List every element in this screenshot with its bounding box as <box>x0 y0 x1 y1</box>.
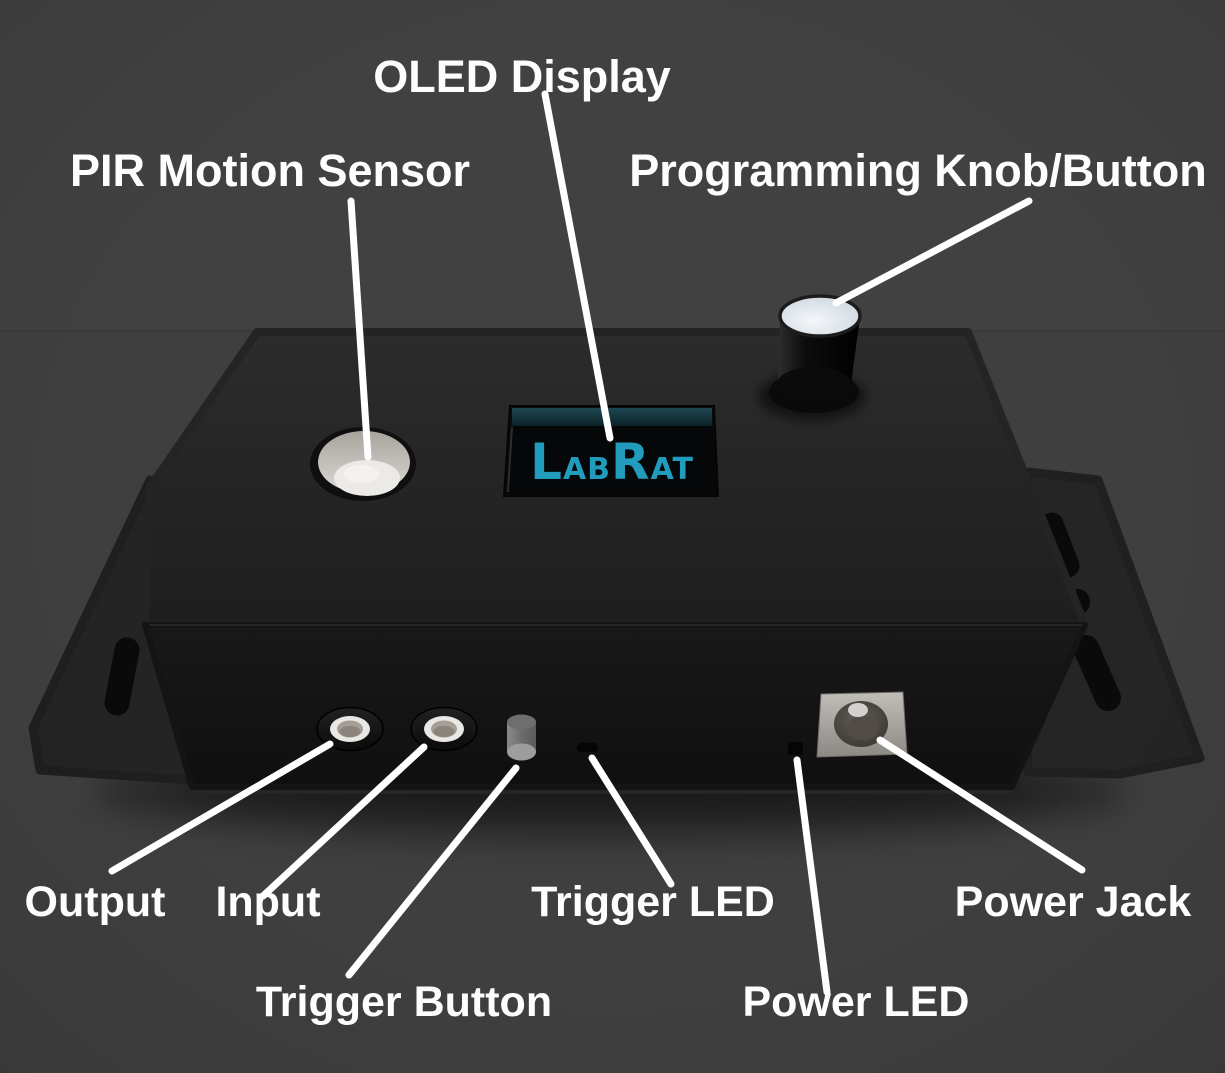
callout-label-power-jack: Power Jack <box>955 878 1192 926</box>
callout-label-pir: PIR Motion Sensor <box>70 145 470 196</box>
callout-label-oled: OLED Display <box>373 51 671 102</box>
callout-label-trigger-button: Trigger Button <box>256 978 552 1026</box>
leader-line-trigger-button <box>345 764 520 979</box>
leader-line-trigger-led <box>588 754 675 888</box>
pir-motion-sensor <box>310 427 416 501</box>
callout-label-power-led: Power LED <box>743 978 970 1026</box>
leader-lines <box>108 90 1086 996</box>
callout-label-knob: Programming Knob/Button <box>629 145 1206 196</box>
leader-line-input <box>259 743 428 900</box>
power-jack-pin <box>848 703 868 717</box>
leader-line-power-jack <box>876 736 1086 874</box>
trigger-button <box>507 714 536 761</box>
oled-glass-bevel <box>512 408 712 426</box>
leader-line-knob <box>832 197 1033 307</box>
device-front-face <box>142 622 1088 790</box>
leader-line-oled <box>541 90 614 442</box>
callout-label-input: Input <box>215 878 320 926</box>
callout-labels: OLED Display PIR Motion Sensor Programmi… <box>25 51 1207 1026</box>
logo-part-3: R <box>611 433 651 491</box>
logo-part-2: AB <box>563 452 611 487</box>
leader-line-output <box>108 740 334 875</box>
logo-part-1: L <box>530 433 563 491</box>
callout-label-trigger-led: Trigger LED <box>531 878 775 926</box>
callout-label-output: Output <box>25 878 166 926</box>
power-led <box>788 742 803 755</box>
logo-part-4: AT <box>651 452 694 487</box>
input-jack <box>410 706 478 752</box>
trigger-led <box>577 743 598 752</box>
left-flange-slot <box>104 637 140 716</box>
oled-display: LABRAT <box>502 405 720 497</box>
leader-line-pir <box>347 197 372 461</box>
knob-top <box>778 294 862 338</box>
leader-line-power-led <box>793 756 831 996</box>
